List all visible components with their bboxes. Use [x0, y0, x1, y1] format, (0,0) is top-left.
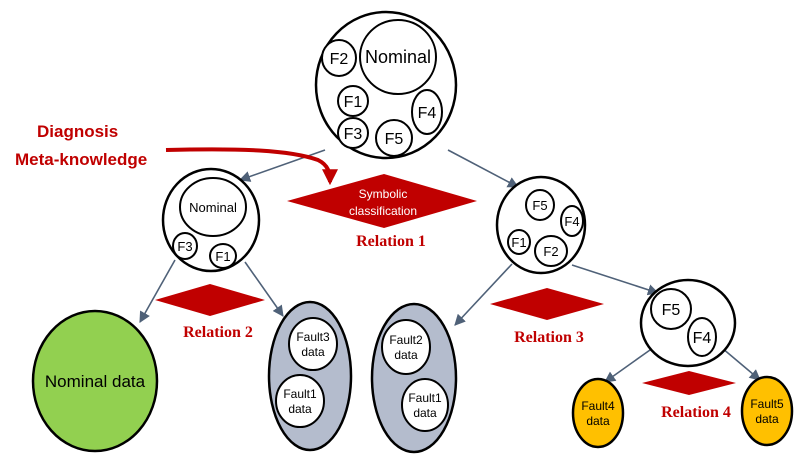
right-child-node: F5 F4: [639, 278, 737, 368]
fault5-data-ellipse: [740, 375, 794, 447]
edge-root-left: [238, 149, 326, 182]
fault1-data-a-line-2: data: [288, 402, 312, 416]
right-child-f5-circle: [650, 288, 692, 330]
left-f1-circle: [209, 243, 237, 269]
edge-child-fault4: [604, 349, 651, 383]
right-f5-label: F5: [532, 198, 547, 213]
edge-left-group-a: [244, 261, 284, 317]
symbolic-classification-diamond: [287, 174, 477, 228]
root-nominal-circle: [359, 19, 437, 95]
fault-group-a: Fault3 data Fault1 data: [267, 300, 353, 452]
annotation-line-2: Meta-knowledge: [15, 150, 147, 169]
relation-3: Relation 3: [490, 288, 604, 346]
root-f5-label: F5: [385, 131, 404, 148]
fault5-data-leaf: Fault5 data: [740, 375, 794, 447]
nominal-data-leaf: Nominal data: [31, 309, 159, 453]
left-nominal-circle: [179, 177, 247, 237]
root-nominal-label: Nominal: [365, 47, 431, 67]
relation-4-diamond: [642, 371, 736, 395]
fault1-data-b-line-2: data: [413, 406, 437, 420]
left-f3-label: F3: [177, 239, 192, 254]
root-node: Nominal F2 F1 F3 F5 F4: [314, 10, 458, 160]
fault4-data-line-2: data: [586, 414, 610, 428]
edge-child-fault5: [721, 347, 761, 381]
relation-3-diamond: [490, 288, 604, 320]
meta-knowledge-annotation: Diagnosis Meta-knowledge: [15, 122, 338, 186]
root-f1-label: F1: [344, 94, 363, 111]
right-f4-circle: [560, 205, 584, 237]
relation-4-label: Relation 4: [661, 404, 731, 421]
root-f3-label: F3: [344, 126, 363, 143]
root-f4-circle: [411, 89, 443, 135]
right-node: F5 F4 F1 F2: [495, 175, 587, 275]
fault3-data-line-1: Fault3: [296, 330, 330, 344]
root-f1-circle: [337, 85, 369, 117]
fault-group-b: Fault2 data Fault1 data: [370, 302, 458, 454]
relation-3-label: Relation 3: [514, 329, 584, 346]
edges: [139, 149, 761, 383]
fault3-data-circle: [288, 317, 338, 371]
relation-1: Symbolic classification Relation 1: [287, 174, 477, 250]
left-f1-label: F1: [215, 249, 230, 264]
nominal-data-label: Nominal data: [45, 372, 146, 391]
symbolic-label-line-1: Symbolic: [359, 187, 408, 201]
fault1-data-circle-a: [275, 374, 325, 428]
relation-2-diamond: [155, 284, 265, 316]
right-f1-label: F1: [511, 235, 526, 250]
relation-2-label: Relation 2: [183, 324, 253, 341]
right-f4-label: F4: [564, 214, 579, 229]
root-f5-circle: [375, 119, 413, 157]
left-node: Nominal F3 F1: [161, 167, 261, 273]
fault3-data-line-2: data: [301, 345, 325, 359]
edge-left-nominal-data: [139, 259, 176, 323]
right-f2-label: F2: [543, 244, 558, 259]
root-f4-label: F4: [418, 105, 437, 122]
right-f2-circle: [534, 235, 568, 267]
fault4-data-leaf: Fault4 data: [571, 377, 625, 449]
fault4-data-line-1: Fault4: [581, 399, 615, 413]
right-child-ellipse: [639, 278, 737, 368]
root-f3-circle: [337, 117, 369, 149]
symbolic-label-line-2: classification: [349, 204, 417, 218]
fault1-data-a-line-1: Fault1: [283, 387, 317, 401]
relation-2: Relation 2: [155, 284, 265, 341]
right-f1-circle: [507, 229, 531, 255]
left-nominal-label: Nominal: [189, 200, 237, 215]
right-child-f5-label: F5: [662, 302, 681, 319]
fault1-data-b-line-1: Fault1: [408, 391, 442, 405]
nominal-data-ellipse: [31, 309, 159, 453]
fault4-data-ellipse: [571, 377, 625, 449]
root-f2-label: F2: [330, 51, 349, 68]
root-f2-circle: [321, 39, 357, 77]
right-child-f4-label: F4: [693, 330, 712, 347]
fault5-data-line-1: Fault5: [750, 397, 784, 411]
right-child-f4-circle: [687, 317, 717, 357]
right-f5-circle: [525, 189, 555, 221]
meta-knowledge-arrow: [165, 147, 338, 186]
relation-4: Relation 4: [642, 371, 736, 421]
edge-right-child: [571, 264, 660, 296]
edge-root-right: [447, 149, 519, 188]
fault2-data-line-2: data: [394, 348, 418, 362]
left-f3-circle: [172, 232, 198, 260]
fault2-data-circle: [381, 319, 431, 375]
fault5-data-line-2: data: [755, 412, 779, 426]
annotation-line-1: Diagnosis: [37, 122, 118, 141]
relation-1-label: Relation 1: [356, 233, 426, 250]
fault2-data-line-1: Fault2: [389, 333, 423, 347]
edge-right-group-b: [454, 263, 513, 326]
fault1-data-circle-b: [401, 378, 449, 432]
